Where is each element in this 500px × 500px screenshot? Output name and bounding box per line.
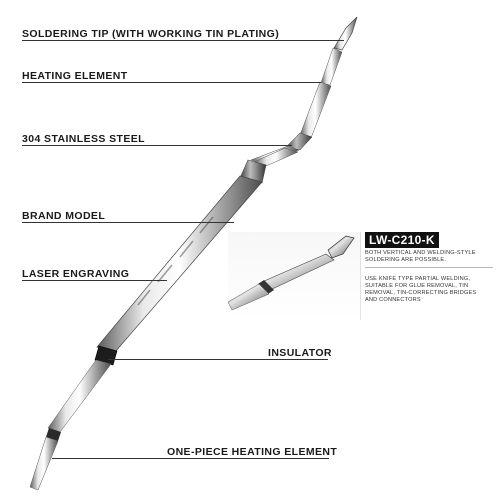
label-brand-model: BRAND MODEL <box>22 210 106 222</box>
usage-line-3: REMOVAL, TIN-CORRECTING BRIDGES <box>365 290 477 296</box>
tip-closeup-inset <box>228 232 361 320</box>
label-insulator: INSULATOR <box>268 347 332 359</box>
leader-heating-element <box>22 82 321 83</box>
label-soldering-tip: SOLDERING TIP (WITH WORKING TIN PLATING) <box>22 28 280 40</box>
leader-stainless-steel <box>22 145 292 146</box>
detail-line-2: SOLDERING ARE POSSIBLE. <box>365 257 447 263</box>
label-one-piece-heating: ONE-PIECE HEATING ELEMENT <box>167 446 338 458</box>
usage-line-1: USE KNIFE TYPE PARTIAL WELDING, <box>365 276 471 282</box>
laser-engraving-marks <box>137 216 214 306</box>
leader-brand-model <box>22 222 234 223</box>
leader-laser-engraving <box>22 280 167 281</box>
label-heating-element: HEATING ELEMENT <box>22 70 128 82</box>
usage-line-2: SUITABLE FOR GLUE REMOVAL, TIN <box>365 283 469 289</box>
detail-line-1: BOTH VERTICAL AND WELDING-STYLE <box>365 250 476 256</box>
label-stainless-steel: 304 STAINLESS STEEL <box>22 133 145 145</box>
usage-line-4: AND CONNECTORS <box>365 297 421 303</box>
leader-soldering-tip <box>22 40 344 41</box>
leader-one-piece-heating <box>52 458 329 459</box>
label-laser-engraving: LASER ENGRAVING <box>22 268 130 280</box>
leader-insulator <box>108 359 328 360</box>
model-tag: LW-C210-K <box>365 232 439 248</box>
detail-divider <box>365 267 493 268</box>
tip-shaft <box>29 16 358 491</box>
